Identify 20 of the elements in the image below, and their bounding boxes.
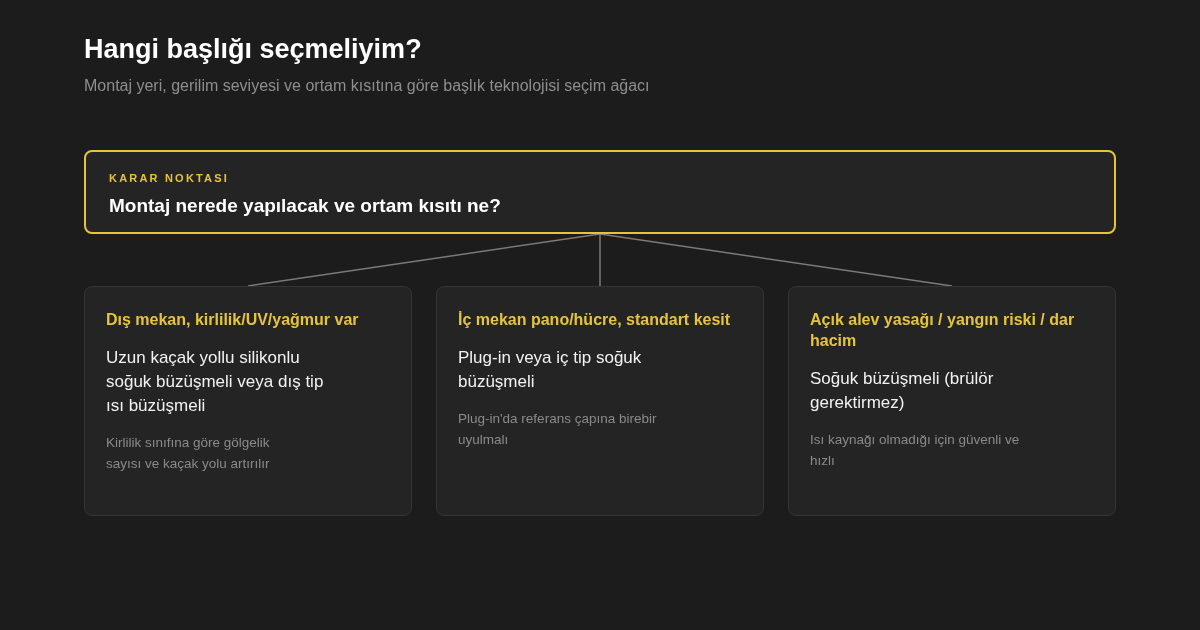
question-text: Montaj nerede yapılacak ve ortam kısıtı ne? [109,194,501,218]
option-card [436,286,764,516]
card-note: Kirlilik sınıfına göre gölgelik sayısı ve kaçak yolu artırılır [106,434,271,473]
card-note: Plug-in'da referans çapına birebir uyulmalı [458,410,658,449]
recommendation-text: Soğuk büzüşmeli (brülör gerektirmez) [810,368,995,414]
page-title: Hangi başlığı seçmeliyim? [84,33,422,65]
connector-line [599,233,953,287]
card-note: Isı kaynağı olmadığı için güvenli ve hızlı [810,431,1021,470]
decision-box [84,150,1116,234]
card-heading: Dış mekan, kirlilik/UV/yağmur var [106,310,359,330]
connector-line [247,233,601,287]
recommendation-text: Uzun kaçak yollu silikonlu soğuk büzüşmeli veya dış tip ısı büzüşmeli [106,347,325,417]
card-heading: Açık alev yasağı / yangın riski / dar hacim [810,310,1076,351]
connector-line [599,233,601,287]
kicker-label: KARAR NOKTASI [109,171,230,185]
card-heading: İç mekan pano/hücre, standart kesit [458,310,731,330]
recommendation-text: Plug-in veya iç tip soğuk büzüşmeli [458,347,643,393]
option-card [84,286,412,516]
subtitle-text: Montaj yeri, gerilim seviyesi ve ortam kısıtına göre başlık teknolojisi seçim ağacı [84,76,650,96]
option-card [788,286,1116,516]
